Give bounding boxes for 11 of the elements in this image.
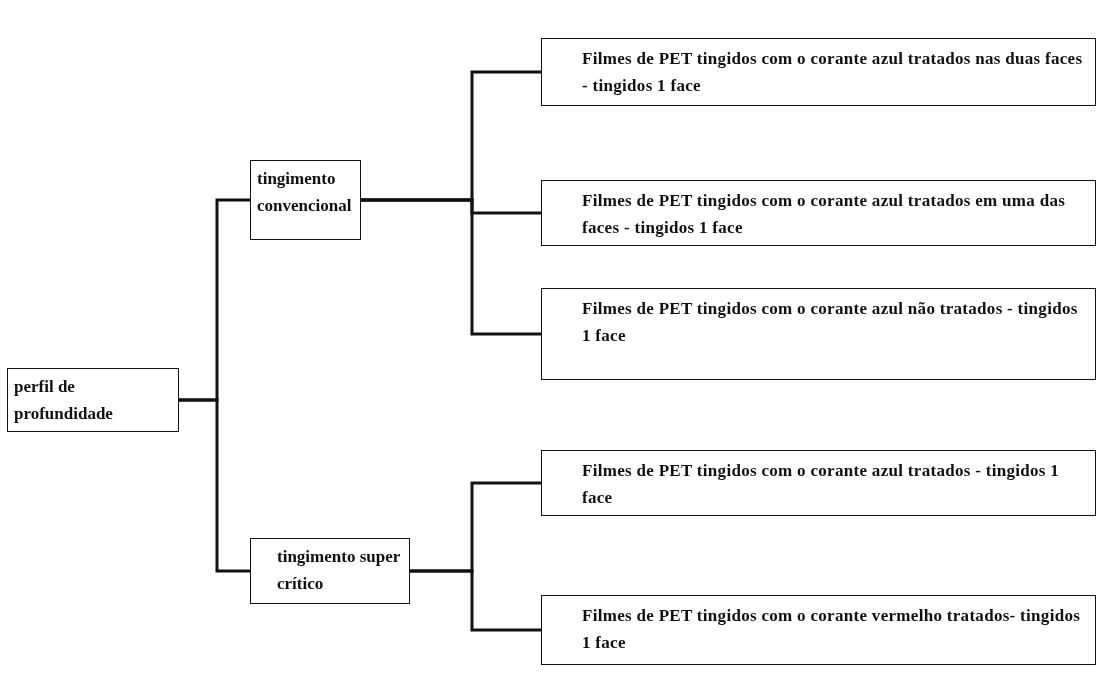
text-box: tingimento convencional [250,160,361,240]
text-box: Filmes de PET tingidos com o corante vermelho tratados- tingidos 1 face [541,595,1096,665]
connector-line [361,198,541,336]
connector-line [410,569,541,632]
text-box: Filmes de PET tingidos com o corante azul tratados nas duas faces - tingidos 1 face [541,38,1096,106]
connector-line [179,398,250,573]
text-box: perfil de profundidade [7,368,179,432]
text-box: Filmes de PET tingidos com o corante azul não tratados - tingidos 1 face [541,288,1096,380]
text-box: Filmes de PET tingidos com o corante azul tratados - tingidos 1 face [541,450,1096,516]
text-box: tingimento super crítico [250,538,410,604]
text-box: Filmes de PET tingidos com o corante azul tratados em uma das faces - tingidos 1 face [541,180,1096,246]
